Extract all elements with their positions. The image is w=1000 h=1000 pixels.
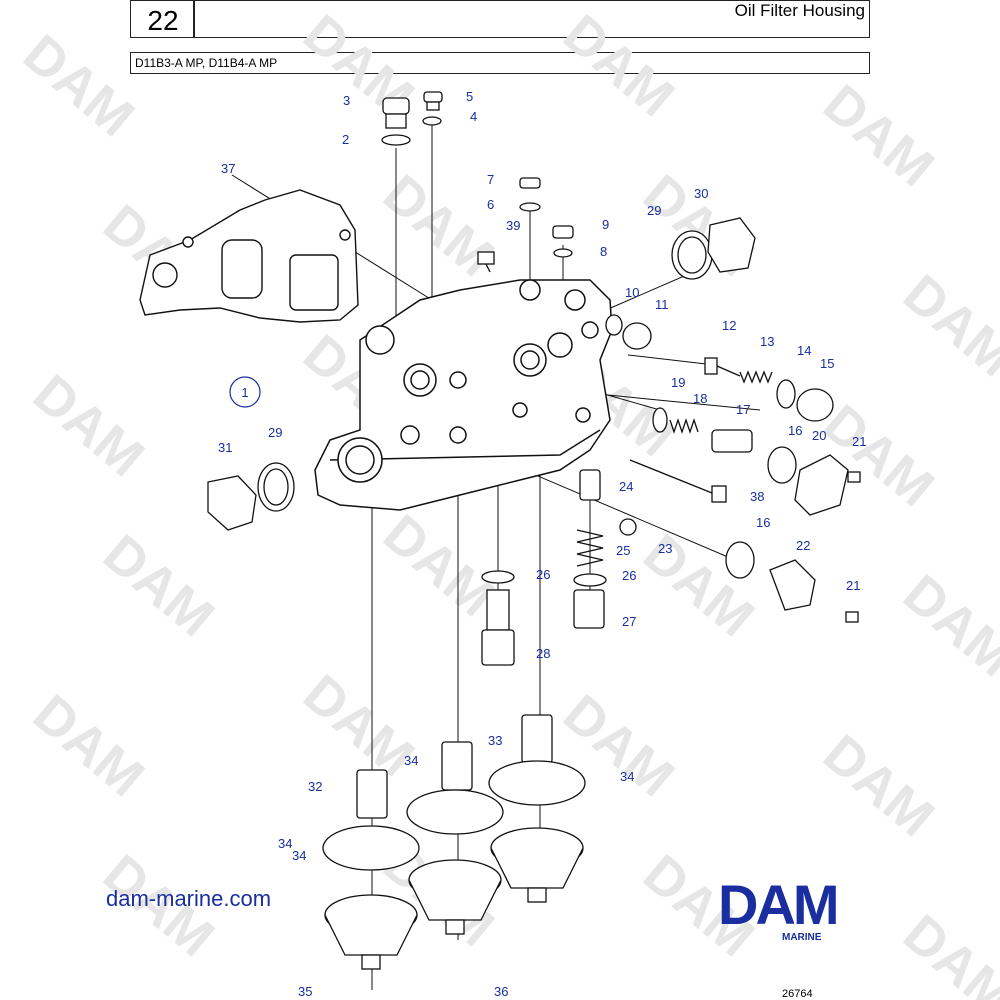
callout-34: 34 [292,848,306,863]
callout-35: 35 [298,984,312,999]
callout-28: 28 [536,646,550,661]
callout-32: 32 [308,779,322,794]
watermark-text: DAM [552,3,685,128]
callout-18: 18 [693,391,707,406]
website-url[interactable]: dam-marine.com [106,886,272,911]
dam-logo: DAM [718,873,840,936]
callout-12: 12 [722,318,736,333]
group-marker-circle [229,376,261,408]
callout-26: 26 [536,567,550,582]
filter-housing-body [314,279,613,511]
watermark-text: DAM [812,73,945,198]
callout-37: 37 [221,161,235,176]
callout-14: 14 [797,343,811,358]
callout-23: 23 [658,541,672,556]
callout-29: 29 [268,425,282,440]
title-box: Oil Filter Housing [194,0,870,38]
callout-6: 6 [487,197,494,212]
callout-17: 17 [736,402,750,417]
group-marker: 1 [241,385,248,400]
callout-30: 30 [694,186,708,201]
watermark-text: DAM [632,523,765,648]
callout-29: 29 [647,203,661,218]
watermark-text: DAM [892,263,1000,388]
watermark-text: DAM [292,663,425,788]
callout-9: 9 [602,217,609,232]
callout-34: 34 [620,769,634,784]
page-number: 22 [147,5,179,36]
callout-3: 3 [343,93,350,108]
callout-34: 34 [404,753,418,768]
watermark-text: DAM [892,903,1000,1000]
callout-27: 27 [622,614,636,629]
callout-5: 5 [466,89,473,104]
engine-models: D11B3-A MP, D11B4-A MP [135,56,278,70]
callout-2: 2 [342,132,349,147]
callout-15: 15 [820,356,834,371]
callout-8: 8 [600,244,607,259]
callout-7: 7 [487,172,494,187]
callout-20: 20 [812,428,826,443]
callout-38: 38 [750,489,764,504]
watermark-text: DAM [12,23,145,148]
logo-subtitle: MARINE [782,932,822,943]
gasket-part [139,189,359,323]
watermark-text: DAM [372,503,505,628]
callout-26: 26 [622,568,636,583]
callout-10: 10 [625,285,639,300]
model-box: D11B3-A MP, D11B4-A MP [130,52,870,74]
page-number-box: 22 [130,0,194,38]
watermark-text: DAM [812,723,945,848]
watermark-text: DAM [22,683,155,808]
callout-21: 21 [846,578,860,593]
watermark-text: DAM [92,523,225,648]
document-number: 26764 [782,988,813,1000]
watermark-text: DAM [22,363,155,488]
callout-16: 16 [788,423,802,438]
callout-11: 11 [655,297,669,312]
callout-13: 13 [760,334,774,349]
callout-39: 39 [506,218,520,233]
callout-34: 34 [278,836,292,851]
watermark-text: DAM [892,563,1000,688]
watermark-text: DAM [372,163,505,288]
callout-16: 16 [756,515,770,530]
callout-24: 24 [619,479,633,494]
callout-33: 33 [488,733,502,748]
callout-22: 22 [796,538,810,553]
small-parts [207,91,861,970]
callout-36: 36 [494,984,508,999]
callout-31: 31 [218,440,232,455]
callout-21: 21 [852,434,866,449]
callout-25: 25 [616,543,630,558]
callout-19: 19 [671,375,685,390]
page-title: Oil Filter Housing [734,1,865,20]
callout-4: 4 [470,109,477,124]
